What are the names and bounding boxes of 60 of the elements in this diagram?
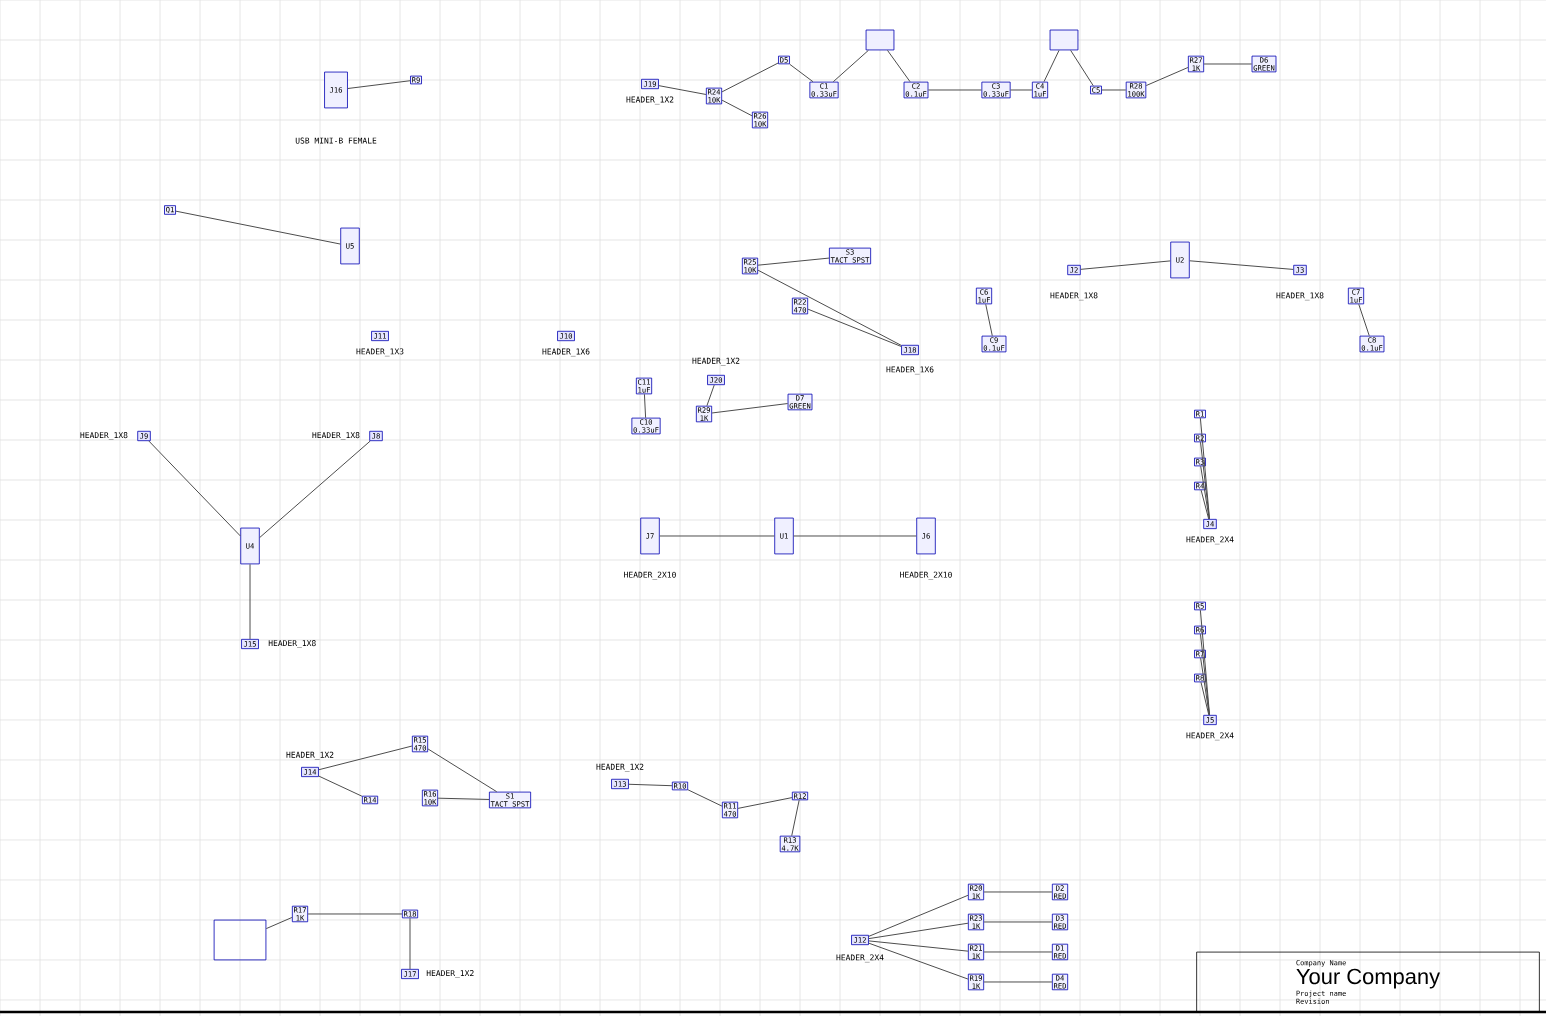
wire [659, 535, 775, 537]
wire [1200, 441, 1210, 520]
wire [1070, 49, 1094, 87]
wire [437, 797, 490, 800]
wire [259, 440, 371, 539]
wire [1200, 489, 1210, 520]
wire [757, 257, 830, 266]
wire [318, 775, 363, 797]
wire [789, 63, 814, 83]
wire [347, 80, 411, 89]
wire [983, 891, 1053, 893]
wire [1199, 609, 1211, 716]
wire [1043, 49, 1060, 83]
wire [148, 440, 241, 537]
regulator-symbol [1049, 29, 1079, 51]
wire [1189, 260, 1294, 270]
wire [791, 799, 800, 837]
wire [687, 789, 723, 807]
wire [793, 535, 917, 537]
wire [832, 49, 869, 83]
wire [983, 951, 1053, 953]
wire [1203, 63, 1253, 65]
component-block [213, 919, 267, 961]
wire [711, 403, 789, 414]
wire [927, 89, 982, 91]
wire [983, 921, 1053, 923]
wire [1358, 303, 1370, 337]
wire [409, 917, 411, 970]
wire [721, 62, 779, 93]
wire [868, 894, 969, 937]
wire [427, 748, 498, 793]
wire [1200, 465, 1210, 520]
wire [807, 308, 902, 347]
wire [1200, 681, 1210, 716]
wire [307, 913, 403, 915]
wire [757, 269, 902, 346]
wire [1200, 633, 1210, 716]
wire [1101, 89, 1127, 91]
wire [1010, 89, 1033, 91]
wire [628, 783, 673, 787]
wire [985, 303, 993, 337]
wire [265, 917, 293, 930]
wire [249, 563, 251, 640]
wire [1199, 417, 1211, 520]
wire [1080, 260, 1171, 270]
wire [643, 393, 647, 419]
wire [721, 99, 753, 117]
wire [1145, 67, 1189, 87]
wire [318, 745, 413, 771]
wire [868, 940, 969, 952]
wire [1200, 657, 1210, 716]
wire [658, 85, 707, 95]
wire [983, 981, 1053, 983]
wire [886, 49, 911, 83]
wire [868, 942, 969, 980]
wire [737, 797, 793, 809]
regulator-symbol [865, 29, 895, 51]
wire [175, 210, 341, 245]
wire [706, 384, 715, 407]
wire [868, 922, 969, 940]
